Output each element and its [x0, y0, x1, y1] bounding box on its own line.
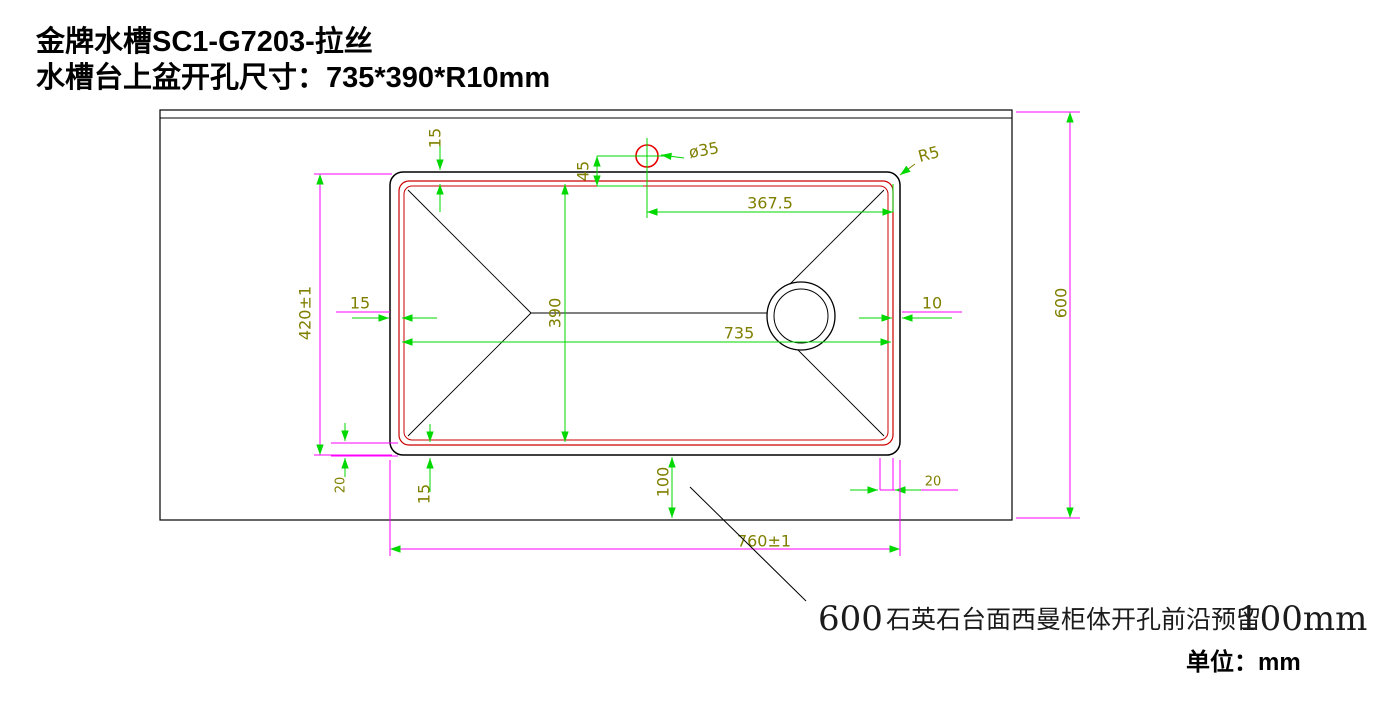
dim-right-flange-label: 10 [922, 294, 942, 313]
drain-circle-outer [766, 281, 836, 351]
drain-circle-inner [773, 288, 829, 344]
note-leader-line [689, 486, 807, 602]
slope-line-bottom-right [797, 349, 885, 437]
dim-corner-radius: R5 [899, 142, 941, 176]
dim-front-reserve-label: 100 [654, 467, 673, 498]
dim-left-flange-label: 15 [350, 294, 370, 313]
dim-bottom-right-gap: 20 [850, 458, 958, 494]
dim-top-flange-label: 15 [426, 128, 445, 148]
dim-cutout-width-label: 735 [724, 324, 755, 343]
sink-bottom-slope-lines [407, 189, 885, 437]
dim-front-reserve: 100 [654, 457, 676, 518]
dim-cutout-depth-label: 390 [546, 298, 565, 329]
dim-countertop-depth: 600 [1016, 111, 1080, 519]
dim-bottom-right-gap-label: 20 [925, 475, 942, 490]
countertop-rect [159, 109, 1013, 521]
unit-label: 单位：mm [1186, 648, 1301, 676]
dim-sink-outer-width: 760±1 [389, 460, 901, 556]
dim-faucet-diameter-label: ø35 [687, 138, 720, 162]
dim-faucet-to-right-edge-label: 367.5 [747, 194, 793, 213]
dim-corner-radius-label: R5 [916, 142, 941, 166]
sink-outer-rect [389, 171, 901, 456]
drawing-title-line2: 水槽台上盆开孔尺寸：735*390*R10mm [36, 60, 550, 94]
dim-leader-line [899, 163, 916, 176]
dim-faucet-offset: 45 [574, 156, 643, 187]
faucet-centerlines [597, 138, 670, 218]
cutout-line-outer [398, 180, 894, 446]
dim-left-flange: 15 [336, 294, 437, 322]
drawing-title-line1: 金牌水槽SC1-G7203-拉丝 [35, 24, 373, 58]
dim-top-flange: 15 [426, 128, 445, 212]
note-prefix: 600 [818, 599, 883, 639]
dim-sink-outer-depth: 420±1 [296, 173, 392, 456]
dim-faucet-to-right-edge: 367.5 [647, 184, 894, 216]
dim-right-flange: 10 [859, 294, 962, 322]
slope-line-top-left [407, 189, 532, 314]
dim-faucet-diameter: ø35 [660, 138, 720, 162]
sink-body [389, 138, 901, 456]
dim-bottom-flange: 15 [415, 424, 434, 504]
note-annotation: 600 石英石台面西曼柜体开孔前沿预留 100mm [689, 486, 1367, 639]
dim-sink-outer-depth-label: 420±1 [296, 286, 315, 340]
dim-bottom-flange-label: 15 [415, 484, 434, 504]
slope-line-top-right [789, 189, 885, 285]
dim-cutout-depth: 390 [546, 184, 569, 442]
slope-line-bottom-left [407, 312, 532, 437]
countertop-outline [159, 109, 1013, 521]
cutout-line-inner [403, 185, 889, 441]
note-suffix: 100mm [1238, 599, 1367, 639]
dim-cutout-width: 735 [402, 324, 891, 346]
note-body: 石英石台面西曼柜体开孔前沿预留 [886, 605, 1261, 634]
dim-bottom-left-gap: 20 [331, 423, 398, 493]
dim-bottom-left-gap-label: 20 [334, 477, 349, 494]
dim-countertop-depth-label: 600 [1052, 288, 1071, 319]
dim-leader-line [660, 152, 685, 161]
dim-faucet-offset-label: 45 [574, 161, 593, 181]
